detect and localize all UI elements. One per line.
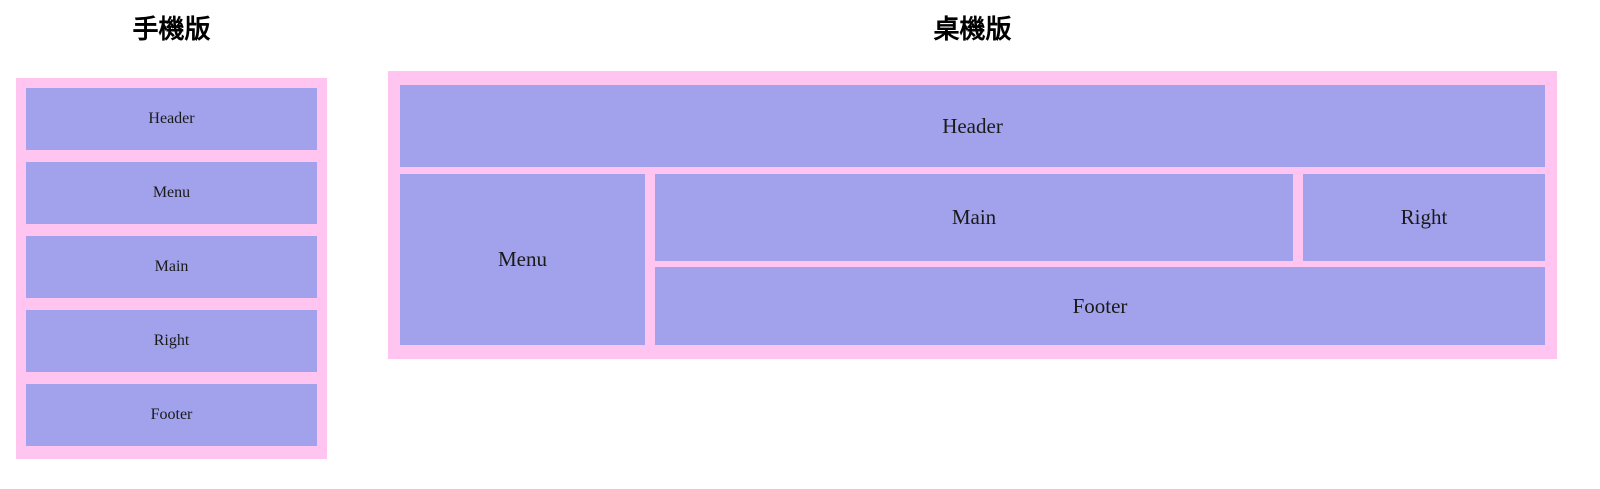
desktop-block-menu-label: Menu: [498, 247, 547, 271]
desktop-block-footer-label: Footer: [1072, 293, 1128, 318]
desktop-block-main: Main: [655, 174, 1293, 261]
mobile-block-header-label: Header: [148, 110, 195, 127]
desktop-block-footer: Footer: [655, 267, 1545, 345]
mobile-block-footer: Footer: [26, 384, 317, 446]
desktop-block-header-label: Header: [942, 113, 1003, 138]
desktop-block-right: Right: [1303, 174, 1545, 261]
desktop-block-header: Header: [400, 85, 1545, 167]
desktop-block-menu: Menu: [400, 174, 645, 345]
mobile-block-footer-label: Footer: [150, 406, 193, 423]
desktop-wireframe-container: Header Menu Main Right Footer: [388, 71, 1557, 359]
mobile-block-header: Header: [26, 88, 317, 150]
mobile-block-menu: Menu: [26, 162, 317, 224]
mobile-block-main: Main: [26, 236, 317, 298]
desktop-block-main-label: Main: [951, 205, 997, 229]
mobile-wireframe-container: Header Menu Main Right Footer: [16, 78, 327, 459]
mobile-block-right: Right: [26, 310, 317, 372]
desktop-layout-title: 桌機版: [933, 14, 1012, 44]
mobile-layout-title: 手機版: [132, 14, 211, 44]
mobile-block-right-label: Right: [153, 332, 190, 349]
desktop-block-right-label: Right: [1400, 205, 1448, 229]
mobile-block-menu-label: Menu: [152, 184, 191, 201]
mobile-block-main-label: Main: [154, 258, 189, 275]
